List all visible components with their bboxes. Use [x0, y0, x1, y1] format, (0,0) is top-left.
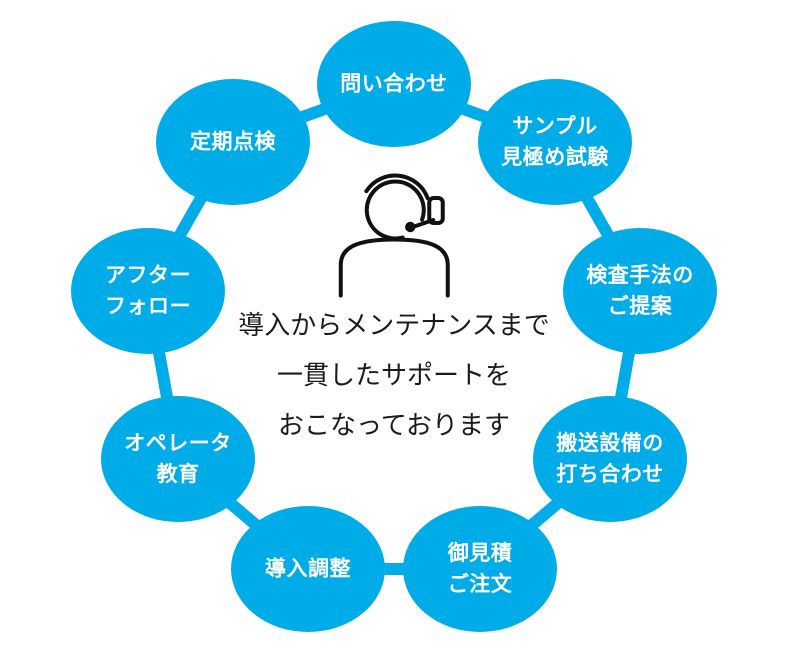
earpiece [426, 196, 445, 225]
mic-tip [404, 221, 416, 233]
step-label-9: 定期点検 [190, 130, 276, 154]
headset-operator-icon [338, 173, 450, 298]
step-label-6: 導入調整 [265, 557, 351, 581]
step-label-1: 問い合わせ [340, 72, 448, 96]
step-circle-5 [403, 506, 557, 632]
step-circle-6 [231, 506, 385, 632]
step-label-8: アフター フォロー [105, 264, 191, 318]
head-outline [364, 179, 426, 241]
step-circle-2 [478, 79, 632, 205]
step-circle-4 [533, 396, 687, 522]
step-label-2: サンプル 見極め試験 [501, 115, 609, 169]
step-circle-1 [317, 21, 471, 147]
step-circle-8 [71, 228, 225, 354]
shoulders-outline [338, 237, 450, 298]
step-circle-3 [563, 228, 717, 354]
step-label-4: 搬送設備の 打ち合わせ [556, 432, 664, 486]
step-label-3: 検査手法の ご提案 [586, 264, 694, 318]
step-circle-9 [156, 79, 310, 205]
headband-arc [364, 173, 430, 201]
center-message: 導入からメンテナンスまで 一貫したサポートを おこなっております [238, 310, 550, 440]
center-content: 導入からメンテナンスまで 一貫したサポートを おこなっております [238, 172, 550, 450]
step-label-7: オペレータ 教育 [124, 432, 232, 486]
step-label-5: 御見積 ご注文 [447, 542, 513, 596]
step-circle-7 [101, 396, 255, 522]
